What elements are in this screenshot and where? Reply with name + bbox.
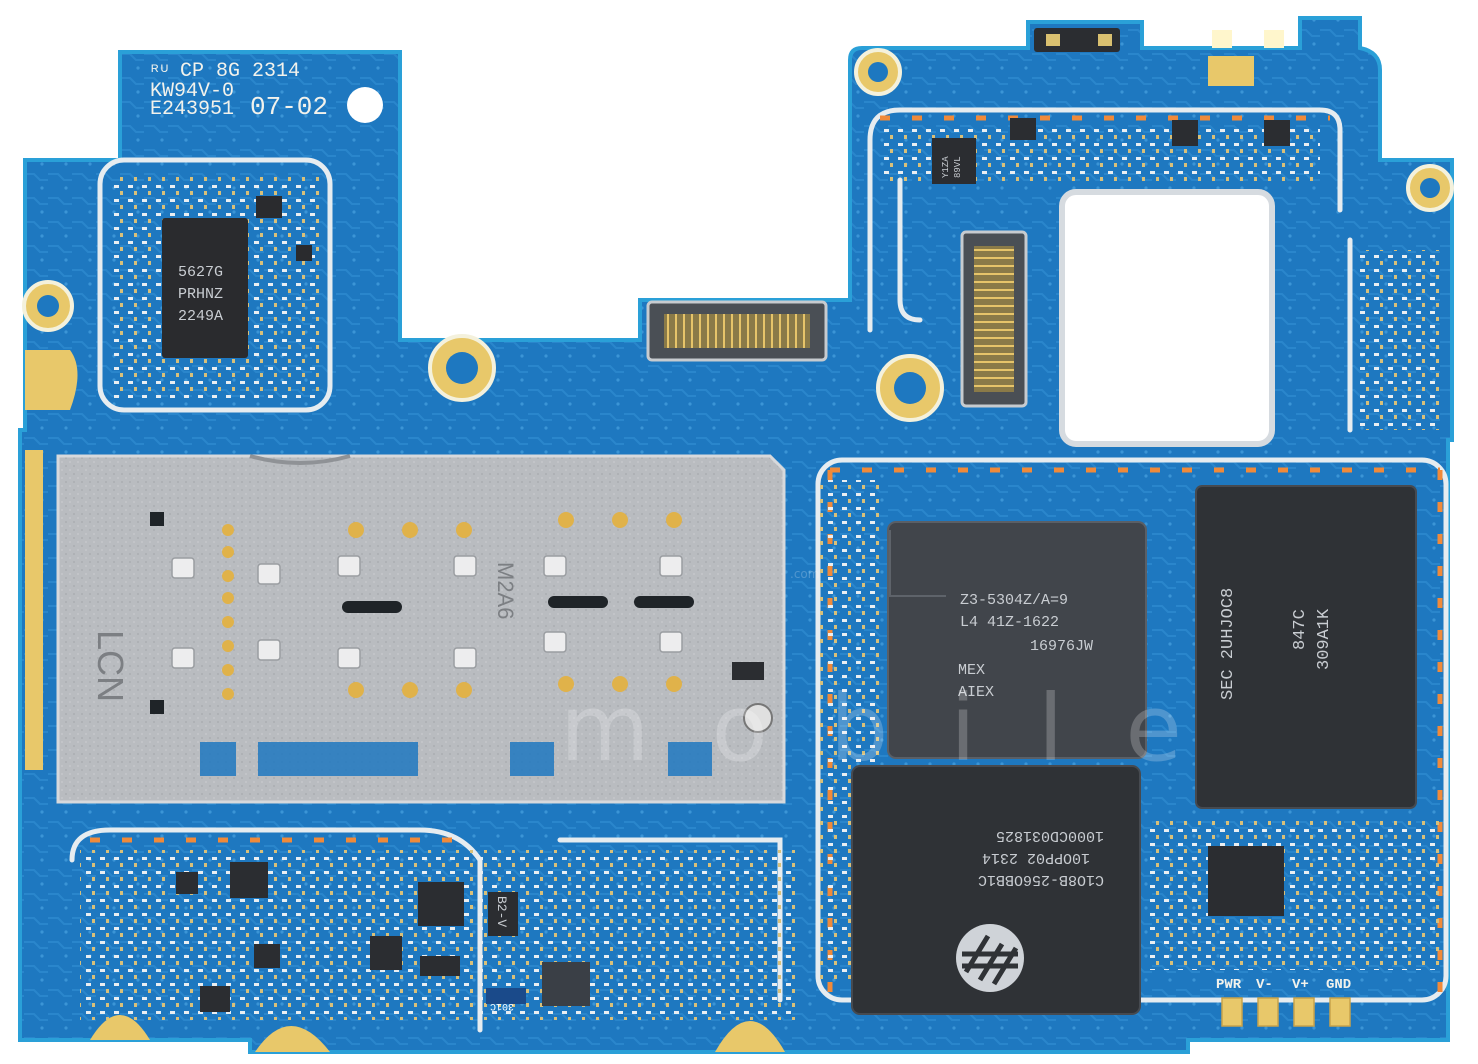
- test-pad-vplus: V+: [1292, 977, 1309, 993]
- watermark-text: mobile: [560, 675, 1244, 782]
- soc-line-1: Z3-5304Z/A=9: [960, 592, 1068, 609]
- storage-line-2: 10OPP02 2314: [982, 849, 1090, 866]
- soc-line-5: AIEX: [958, 684, 994, 701]
- soc-line-4: MEX: [958, 662, 985, 679]
- cert-date: 07-02: [250, 92, 328, 122]
- sim-label-a: LCN: [90, 630, 131, 702]
- pmic-line-1: 5627G: [178, 264, 223, 281]
- test-pad-gnd: GND: [1326, 977, 1351, 993]
- manufacturer-logo-icon: [956, 924, 1024, 992]
- ram-line-1: SEC 2UHJOC8: [1219, 588, 1238, 700]
- ram-line-2: 847C: [1291, 609, 1310, 650]
- soc-line-3: 16976JW: [1030, 638, 1093, 655]
- ul-mark-icon: ᴿᵁ: [150, 63, 169, 81]
- storage-chip: [851, 765, 1141, 1015]
- sim-tray: [56, 454, 786, 804]
- storage-line-1: C1O8B-256OBB1C: [978, 871, 1104, 888]
- component-label-b2v: B2-V: [494, 896, 509, 927]
- cert-line1: CP 8G: [180, 60, 240, 83]
- pmic-line-3: 2249A: [178, 308, 223, 325]
- small-top-chip-line-1: Y1ZA: [941, 156, 951, 178]
- small-top-chip-line-2: 89VL: [953, 156, 963, 178]
- pmic-line-2: PRHNZ: [178, 286, 223, 303]
- ram-line-3: 309A1K: [1315, 608, 1334, 670]
- cert-line3: E243951: [150, 98, 234, 121]
- camera-cutout: [1059, 189, 1275, 447]
- test-pad-pwr: PWR: [1216, 977, 1242, 993]
- ram-chip: [1195, 485, 1417, 809]
- component-label-301c: 301C: [490, 1000, 514, 1011]
- cert-code: 2314: [252, 60, 300, 83]
- small-top-chip: [932, 138, 976, 184]
- sim-label-b: M2A6: [493, 562, 518, 619]
- cert-line2: KW94V-0: [150, 80, 234, 103]
- pmic-chip: [162, 218, 248, 358]
- test-pad-vminus: V-: [1256, 977, 1273, 993]
- watermark-small-text: .com: [790, 567, 819, 581]
- soc-line-2: L4 41Z-1622: [960, 614, 1059, 631]
- storage-line-3: 1000CD031825: [996, 827, 1104, 844]
- soc-chip: [887, 521, 1147, 759]
